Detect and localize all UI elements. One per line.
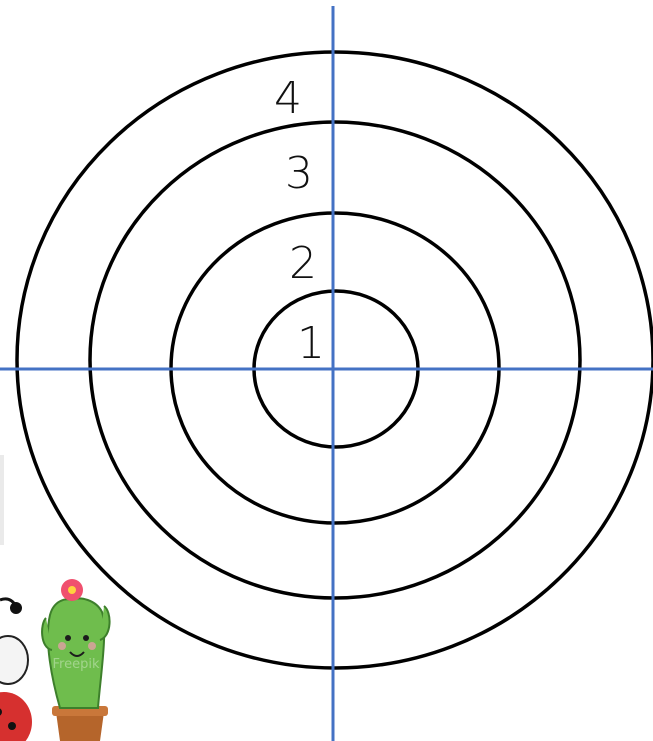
ring-label-4: 4 xyxy=(274,73,302,124)
ladybug-sticker xyxy=(0,455,32,741)
ring-3 xyxy=(88,120,582,600)
cactus-sticker: Freepik xyxy=(41,579,111,741)
ring-label-1: 1 xyxy=(297,318,325,369)
watermark-text: Freepik xyxy=(53,657,100,672)
ring-label-3: 3 xyxy=(285,148,313,199)
ring-label-2: 2 xyxy=(289,238,317,289)
ring-4 xyxy=(15,50,653,670)
